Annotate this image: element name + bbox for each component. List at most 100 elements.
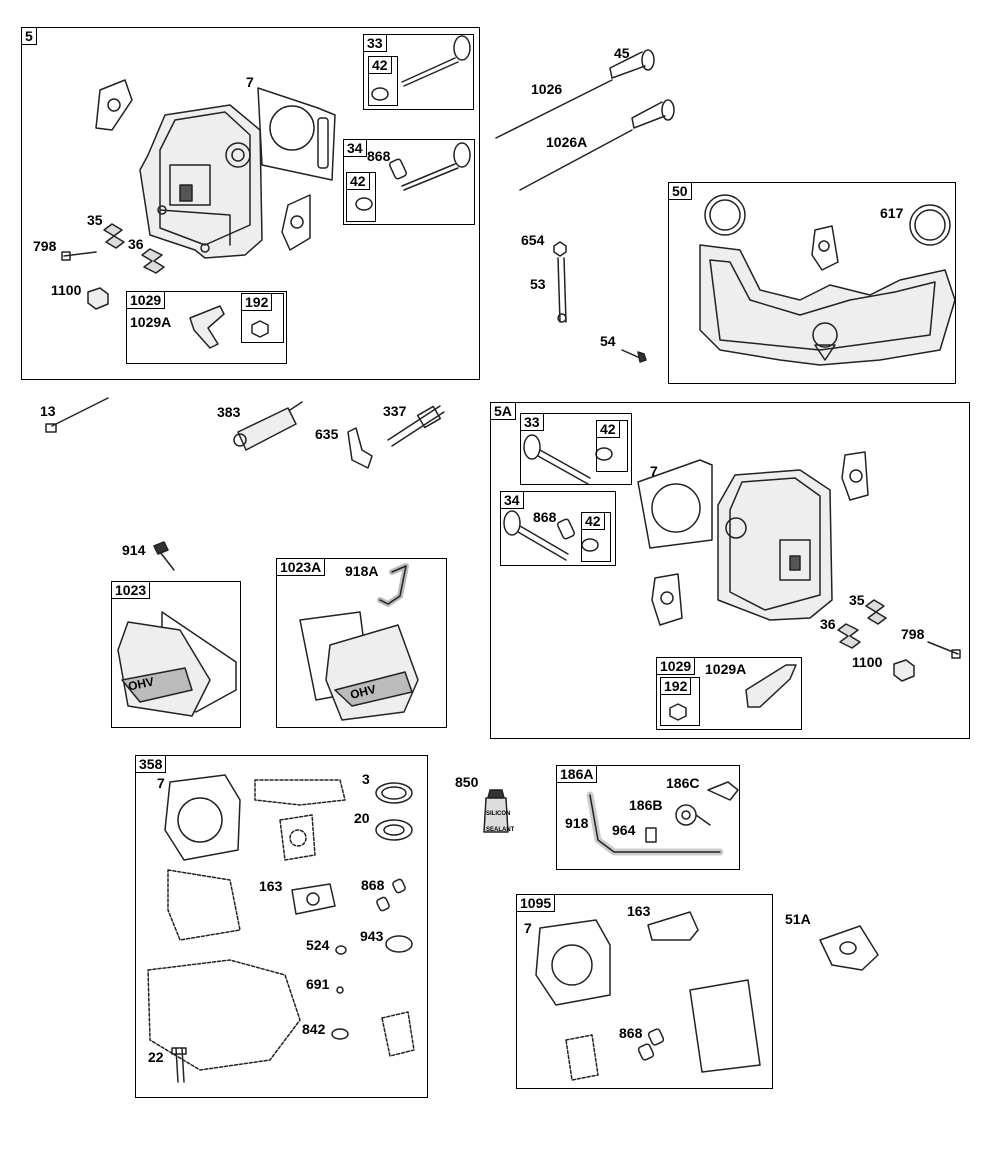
group-192-tag: 192 — [241, 293, 273, 311]
callout-964: 964 — [612, 822, 636, 838]
pushrod-1026A — [520, 130, 632, 190]
group-33-box: 33 — [363, 34, 474, 110]
callout-524: 524 — [306, 937, 330, 953]
callout-850: 850 — [455, 774, 479, 790]
callout-186C: 186C — [666, 775, 700, 791]
callout-654: 654 — [521, 232, 545, 248]
callout-35-5A: 35 — [849, 592, 865, 608]
group-192b-tag: 192 — [660, 677, 692, 695]
bolt-914 — [154, 542, 174, 570]
valve-34 — [356, 143, 470, 210]
callout-36: 36 — [128, 236, 144, 252]
group-42c-tag: 42 — [596, 420, 620, 438]
boot-635 — [348, 428, 372, 468]
clip-1100a — [88, 288, 108, 309]
stud-53 — [558, 258, 566, 322]
callout-868-1095: 868 — [619, 1025, 643, 1041]
group-1029-box: 1029 — [126, 291, 287, 364]
callout-617: 617 — [880, 205, 904, 221]
group-34-tag: 34 — [343, 139, 367, 157]
group-33-tag: 33 — [363, 34, 387, 52]
bolt-798b — [928, 642, 960, 658]
rocker-1029b — [670, 665, 796, 720]
gasket-51A — [820, 926, 878, 970]
group-1023-box: 1023 — [111, 581, 241, 728]
group-33b-tag: 33 — [520, 413, 544, 431]
group-33b-box: 33 — [520, 413, 632, 485]
tappet-45b — [632, 100, 674, 128]
group-42b-tag: 42 — [346, 172, 370, 190]
callout-20: 20 — [354, 810, 370, 826]
group-186A-box: 186A — [556, 765, 740, 870]
group-42d-box: 42 — [581, 512, 611, 562]
head-gasket-7b — [638, 460, 712, 548]
group-1029b-tag: 1029 — [656, 657, 696, 675]
gasket-617-left — [705, 195, 745, 235]
callout-36-5A: 36 — [820, 616, 836, 632]
callout-7-358: 7 — [157, 775, 165, 791]
callout-842: 842 — [302, 1021, 326, 1037]
callout-163: 163 — [259, 878, 283, 894]
gasket-50-small — [812, 226, 838, 270]
valve-cover-1023A — [300, 566, 418, 720]
group-358-tag: 358 — [135, 755, 167, 773]
gasket-617-right — [910, 205, 950, 245]
gasket-exhaust-5 — [282, 195, 310, 250]
callout-691: 691 — [306, 976, 330, 992]
callout-635: 635 — [315, 426, 339, 442]
callout-7-1095: 7 — [524, 920, 532, 936]
rocker-1029a — [190, 306, 268, 348]
callout-1026A: 1026A — [546, 134, 588, 150]
callout-798-5A: 798 — [901, 626, 925, 642]
group-42a-box: 42 — [368, 56, 398, 106]
coil-383 — [234, 402, 302, 450]
callout-798: 798 — [33, 238, 57, 254]
bolt-798a — [62, 252, 96, 260]
breather-186A — [590, 782, 738, 852]
group-42a-tag: 42 — [368, 56, 392, 74]
clip-1100b — [894, 660, 914, 681]
callout-3: 3 — [362, 771, 370, 787]
callout-918: 918 — [565, 815, 589, 831]
group-1095-box: 1095 — [516, 894, 773, 1089]
group-1023A-tag: 1023A — [276, 558, 326, 576]
callout-914: 914 — [122, 542, 146, 558]
callout-1029A: 1029A — [130, 314, 172, 330]
seal-42d — [582, 539, 598, 551]
callout-163-1095: 163 — [627, 903, 651, 919]
callout-868-5A: 868 — [533, 509, 557, 525]
gasket-set-1095 — [536, 912, 760, 1080]
group-42b-box: 42 — [346, 172, 376, 222]
callout-337: 337 — [383, 403, 407, 419]
bolt-54 — [622, 350, 646, 362]
valve-34b — [504, 511, 575, 560]
spring-35a — [104, 224, 124, 248]
group-34-box: 34 — [343, 139, 475, 225]
callout-1100-5A: 1100 — [852, 654, 883, 670]
callout-1026: 1026 — [531, 81, 563, 97]
gasket-intake-5A — [842, 452, 868, 500]
callout-51A: 51A — [785, 911, 811, 927]
callout-868-358: 868 — [361, 877, 385, 893]
group-1029-tag: 1029 — [126, 291, 166, 309]
nut-654 — [554, 242, 566, 256]
group-192b-box: 192 — [660, 677, 700, 726]
spring-36b — [838, 624, 860, 648]
group-42c-box: 42 — [596, 420, 628, 472]
sealant-tube-text: SILICON SEALANT — [486, 811, 515, 833]
group-1029b-box: 1029 — [656, 657, 802, 730]
group-358-box: 358 — [135, 755, 428, 1098]
group-5A-tag: 5A — [490, 402, 516, 420]
group-5-tag: 5 — [21, 27, 37, 45]
cylinder-head-5A — [718, 470, 832, 620]
callout-1100: 1100 — [51, 282, 82, 298]
sealant-tube-850 — [484, 790, 508, 832]
valve-33 — [372, 36, 470, 100]
callout-943: 943 — [360, 928, 384, 944]
callout-918A: 918A — [345, 563, 379, 579]
head-gasket-7a — [258, 88, 335, 180]
group-50-tag: 50 — [668, 182, 692, 200]
callout-7: 7 — [246, 74, 254, 90]
callout-53: 53 — [530, 276, 546, 292]
